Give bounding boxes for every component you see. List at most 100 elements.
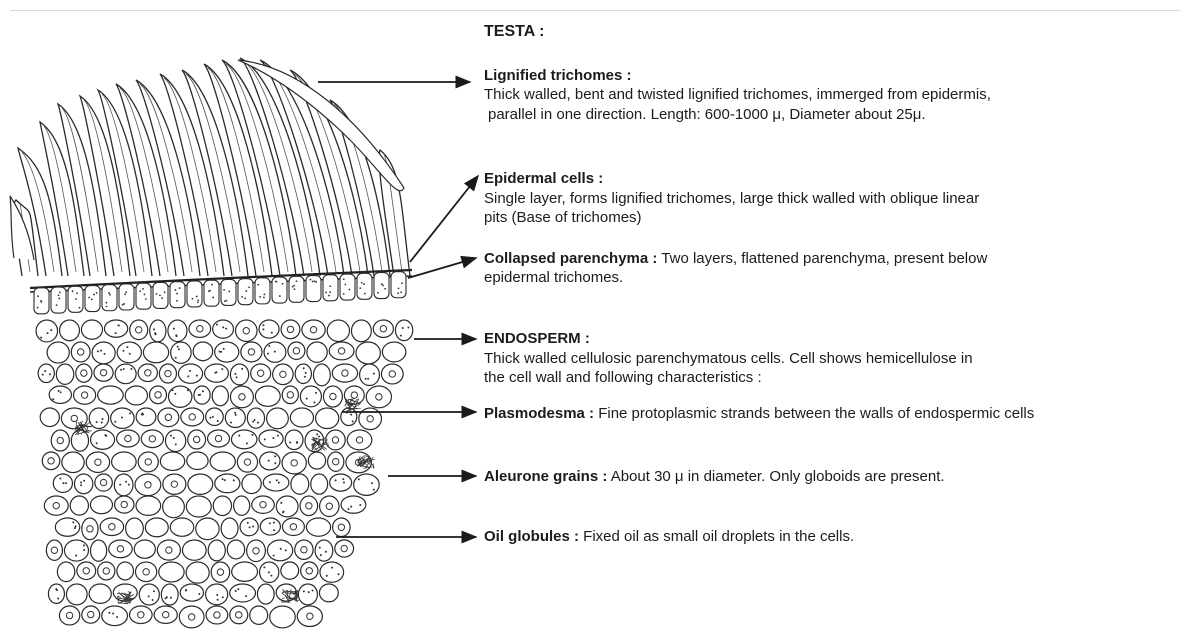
aleurone-grain <box>249 526 251 528</box>
endosperm-cell <box>126 518 144 539</box>
aleurone-grain <box>130 368 132 370</box>
cell-dot <box>106 306 108 308</box>
cell-dot <box>164 291 166 293</box>
endosperm-cell <box>230 364 248 385</box>
aleurone-grain <box>320 554 322 556</box>
aleurone-grain <box>267 353 269 355</box>
endosperm-cell <box>109 540 133 558</box>
epidermal-cell <box>289 276 304 302</box>
aleurone-grain <box>198 593 200 595</box>
endosperm-cell <box>154 606 177 623</box>
endosperm-cell <box>320 562 344 582</box>
epidermal-cell <box>374 273 389 299</box>
endosperm-cell <box>163 474 186 494</box>
aleurone-grain <box>40 337 42 339</box>
endosperm-cell <box>70 496 88 515</box>
aleurone-grain <box>52 398 54 400</box>
endosperm-cell <box>395 320 412 341</box>
aleurone-grain <box>234 373 236 375</box>
endosperm-cell <box>221 518 238 539</box>
aleurone-grain <box>338 573 340 575</box>
endosperm-cell <box>381 364 403 384</box>
aleurone-grain <box>172 389 174 391</box>
cell-dot <box>259 296 261 298</box>
cell-dot <box>223 289 225 291</box>
endosperm-cell <box>257 584 274 604</box>
aleurone-grain <box>97 350 99 352</box>
endosperm-cell <box>213 320 234 338</box>
cell-dot <box>349 289 351 291</box>
aleurone-grain <box>121 416 123 418</box>
aleurone-grain <box>42 374 44 376</box>
aleurone-grain <box>263 566 265 568</box>
cell-dot <box>161 297 163 299</box>
cell-dot <box>139 290 141 292</box>
endosperm-cell <box>295 540 313 559</box>
endosperm-cells <box>36 320 413 628</box>
endosperm-cell <box>300 496 318 516</box>
endosperm-cell <box>316 408 339 429</box>
cell-dot <box>244 297 246 299</box>
aleurone-grain <box>225 328 227 330</box>
endosperm-cell <box>356 342 380 364</box>
endosperm-cell <box>161 584 178 605</box>
endosperm-cell <box>125 386 147 405</box>
epidermal-cell <box>136 283 151 309</box>
endosperm-cell <box>206 408 224 425</box>
cell-dot <box>156 293 158 295</box>
endosperm-cell <box>288 342 305 359</box>
cell-dot <box>292 286 294 288</box>
aleurone-grain <box>343 481 345 483</box>
aleurone-grain <box>305 372 307 374</box>
aleurone-grain <box>350 506 352 508</box>
aleurone-grain <box>220 351 222 353</box>
aleurone-grain <box>75 555 77 557</box>
endosperm-cell <box>139 584 159 605</box>
aleurone-grain <box>325 551 327 553</box>
endosperm-cell <box>259 320 279 338</box>
aleurone-grain <box>318 436 320 438</box>
cell-dot <box>315 281 317 283</box>
endosperm-cell <box>247 540 266 562</box>
endosperm-cell <box>326 430 345 450</box>
aleurone-grain <box>119 484 121 486</box>
aleurone-grain <box>175 443 177 445</box>
cell-dot <box>345 284 347 286</box>
endosperm-cell <box>230 386 253 408</box>
testa-heading: TESTA : <box>484 22 544 42</box>
endosperm-cell <box>347 430 372 450</box>
cell-dot <box>293 285 295 287</box>
epidermal-cell <box>323 275 338 301</box>
endosperm-cell <box>373 320 393 337</box>
cell-dot <box>174 289 176 291</box>
aleurone-grain <box>262 328 264 330</box>
arrow-epidermal <box>410 176 478 262</box>
cell-dot <box>91 299 93 301</box>
cell-dot <box>76 292 78 294</box>
aleurone-grain <box>115 332 117 334</box>
epidermal-cell <box>306 276 321 302</box>
cell-dot <box>105 302 107 304</box>
endosperm-cell <box>46 540 62 560</box>
endosperm-cell <box>180 584 203 601</box>
endosperm-cell <box>56 364 73 384</box>
cell-dot <box>123 303 125 305</box>
endosperm-cell <box>295 364 311 383</box>
cell-dot <box>124 293 126 295</box>
aleurone-grain <box>80 481 82 483</box>
endosperm-cell <box>179 606 204 628</box>
endosperm-cell <box>242 474 261 494</box>
endosperm-cell <box>60 320 80 341</box>
endosperm-cell <box>281 320 300 339</box>
cell-dot <box>192 298 194 300</box>
endosperm-cell <box>82 606 100 623</box>
aleurone-grain <box>125 481 127 483</box>
aleurone-grain <box>402 327 404 329</box>
aleurone-grain <box>271 332 273 334</box>
aleurone-grain <box>241 368 243 370</box>
aleurone-grain <box>216 594 218 596</box>
endosperm-cell <box>141 430 163 448</box>
endosperm-cell <box>247 408 264 428</box>
endosperm-cell <box>104 320 127 337</box>
cell-dot <box>196 296 198 298</box>
